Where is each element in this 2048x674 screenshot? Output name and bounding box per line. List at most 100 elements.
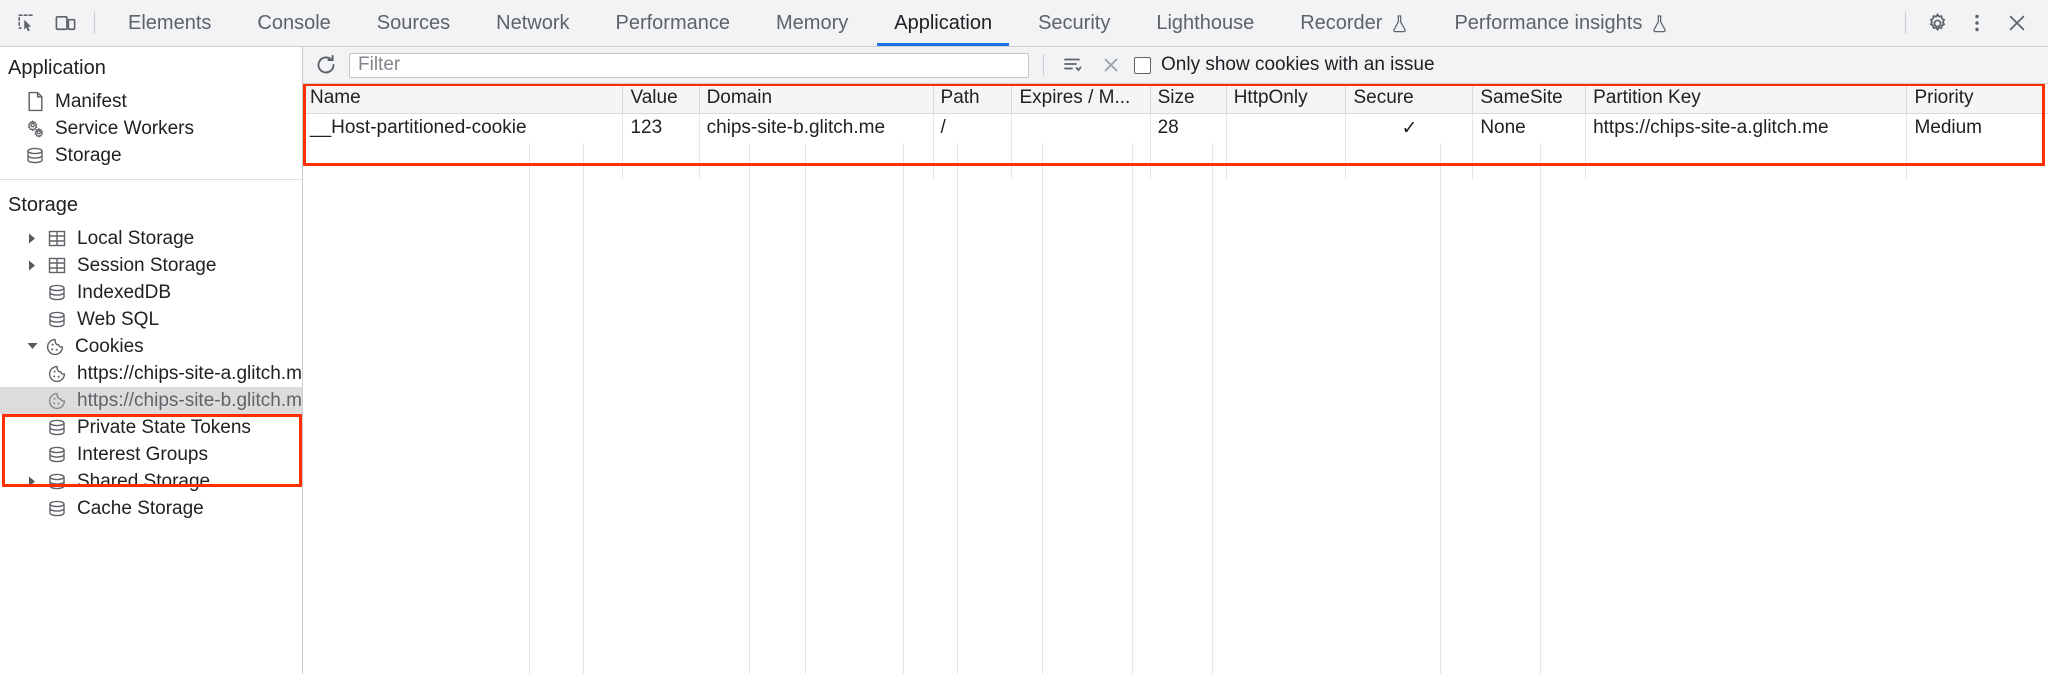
- sidebar-item-label: Cache Storage: [77, 498, 204, 519]
- database-icon: [46, 309, 68, 331]
- sidebar-item-label: Private State Tokens: [77, 417, 251, 438]
- flask-icon: [1651, 14, 1668, 33]
- cookie-icon: [46, 390, 68, 412]
- search-input[interactable]: [349, 52, 1029, 78]
- cookies-table-container[interactable]: Name Value Domain Path Expires / M... Si…: [303, 84, 2048, 674]
- column-header-httponly[interactable]: HttpOnly: [1226, 84, 1347, 114]
- column-header-expires[interactable]: Expires / M...: [1011, 84, 1151, 114]
- inspect-element-icon[interactable]: [8, 4, 46, 42]
- tab-label: Elements: [128, 11, 212, 34]
- sidebar-item-label: Manifest: [55, 91, 127, 112]
- tab-label: Lighthouse: [1156, 11, 1255, 34]
- cell-expires: [1011, 113, 1151, 143]
- sidebar-item-local-storage[interactable]: Local Storage: [0, 225, 302, 252]
- sidebar-item-service-workers[interactable]: Service Workers: [0, 115, 302, 142]
- sidebar-item-cookies[interactable]: Cookies: [0, 333, 302, 360]
- cell-name: __Host-partitioned-cookie: [303, 113, 624, 143]
- tab-network[interactable]: Network: [473, 0, 592, 46]
- application-sidebar: Application Manifest: [0, 47, 303, 674]
- tab-recorder[interactable]: Recorder: [1277, 0, 1431, 46]
- tab-label: Performance: [615, 11, 731, 34]
- sidebar-item-label: Interest Groups: [77, 444, 208, 465]
- tab-console[interactable]: Console: [234, 0, 353, 46]
- sidebar-item-label: IndexedDB: [77, 282, 172, 303]
- cookie-icon: [44, 336, 66, 358]
- cell-httponly: [1226, 113, 1347, 143]
- toolbar-divider: [94, 12, 95, 34]
- gears-icon: [24, 118, 46, 140]
- column-header-name[interactable]: Name: [303, 84, 624, 114]
- cookies-table[interactable]: Name Value Domain Path Expires / M... Si…: [303, 84, 2048, 179]
- refresh-icon[interactable]: [311, 50, 341, 80]
- flask-icon: [1391, 14, 1408, 33]
- column-header-priority[interactable]: Priority: [1906, 84, 2048, 114]
- sidebar-item-label: Web SQL: [77, 309, 160, 330]
- chevron-right-icon[interactable]: [24, 258, 40, 274]
- tab-label: Security: [1038, 11, 1111, 34]
- cookies-panel: Only show cookies with an issue: [303, 47, 2048, 674]
- clear-all-icon[interactable]: [1096, 50, 1126, 80]
- database-icon: [46, 498, 68, 520]
- table-header-row: Name Value Domain Path Expires / M... Si…: [303, 84, 2048, 114]
- chevron-down-icon[interactable]: [24, 339, 40, 355]
- database-icon: [46, 417, 68, 439]
- sidebar-item-label: https://chips-site-b.glitch.me: [77, 390, 303, 411]
- sidebar-item-label: Cookies: [75, 336, 144, 357]
- sidebar-item-session-storage[interactable]: Session Storage: [0, 252, 302, 279]
- chevron-right-icon[interactable]: [24, 231, 40, 247]
- tab-application[interactable]: Application: [871, 0, 1015, 46]
- sidebar-item-label: Session Storage: [77, 255, 217, 276]
- checkbox-box[interactable]: [1134, 56, 1151, 74]
- column-header-size[interactable]: Size: [1150, 84, 1227, 114]
- tab-elements[interactable]: Elements: [105, 0, 234, 46]
- gear-icon[interactable]: [1918, 4, 1956, 42]
- tabbar-left-controls: [0, 0, 105, 46]
- more-vertical-icon[interactable]: [1958, 4, 1996, 42]
- tabbar-right-controls: [1895, 0, 2048, 46]
- tab-sources[interactable]: Sources: [354, 0, 473, 46]
- cell-secure: ✓: [1345, 113, 1474, 143]
- table-row[interactable]: __Host-partitioned-cookie 123 chips-site…: [303, 113, 2048, 143]
- column-header-partition-key[interactable]: Partition Key: [1585, 84, 1908, 114]
- sidebar-item-indexeddb[interactable]: IndexedDB: [0, 279, 302, 306]
- panel-tabs: Elements Console Sources Network Perform…: [105, 0, 1895, 46]
- sidebar-item-cache-storage[interactable]: Cache Storage: [0, 495, 302, 522]
- cell-domain: chips-site-b.glitch.me: [699, 113, 934, 143]
- database-icon: [46, 471, 68, 493]
- column-header-domain[interactable]: Domain: [699, 84, 934, 114]
- sidebar-item-label: Shared Storage: [77, 471, 211, 492]
- column-header-value[interactable]: Value: [622, 84, 700, 114]
- sidebar-item-cookies-chips-site-a[interactable]: https://chips-site-a.glitch.me: [0, 360, 302, 387]
- devtools-body: Application Manifest: [0, 47, 2048, 674]
- column-header-path[interactable]: Path: [933, 84, 1013, 114]
- tab-performance[interactable]: Performance: [593, 0, 754, 46]
- sidebar-item-private-state-tokens[interactable]: Private State Tokens: [0, 414, 302, 441]
- column-header-secure[interactable]: Secure: [1345, 84, 1474, 114]
- sidebar-item-label: Local Storage: [77, 228, 195, 249]
- table-empty-row: [303, 143, 2048, 179]
- sidebar-item-cookies-chips-site-b[interactable]: https://chips-site-b.glitch.me: [0, 387, 302, 414]
- sidebar-item-label: https://chips-site-a.glitch.me: [77, 363, 303, 384]
- chevron-right-icon[interactable]: [24, 474, 40, 490]
- close-icon[interactable]: [1998, 4, 2036, 42]
- tab-performance-insights[interactable]: Performance insights: [1431, 0, 1691, 46]
- device-toolbar-icon[interactable]: [46, 4, 84, 42]
- cell-value: 123: [622, 113, 700, 143]
- tab-label: Console: [257, 11, 331, 34]
- devtools-tabbar: Elements Console Sources Network Perform…: [0, 0, 2048, 47]
- sidebar-item-web-sql[interactable]: Web SQL: [0, 306, 302, 333]
- tab-label: Performance insights: [1454, 11, 1643, 34]
- sidebar-item-interest-groups[interactable]: Interest Groups: [0, 441, 302, 468]
- cell-size: 28: [1150, 113, 1227, 143]
- tab-memory[interactable]: Memory: [753, 0, 871, 46]
- sidebar-item-storage[interactable]: Storage: [0, 142, 302, 169]
- clear-filter-icon[interactable]: [1058, 50, 1088, 80]
- tab-lighthouse[interactable]: Lighthouse: [1133, 0, 1277, 46]
- sidebar-item-manifest[interactable]: Manifest: [0, 88, 302, 115]
- tab-security[interactable]: Security: [1015, 0, 1133, 46]
- only-issues-checkbox[interactable]: Only show cookies with an issue: [1134, 54, 1435, 76]
- column-header-samesite[interactable]: SameSite: [1472, 84, 1587, 114]
- tab-label: Application: [894, 11, 993, 34]
- table-column-guides: [303, 143, 2048, 674]
- sidebar-item-shared-storage[interactable]: Shared Storage: [0, 468, 302, 495]
